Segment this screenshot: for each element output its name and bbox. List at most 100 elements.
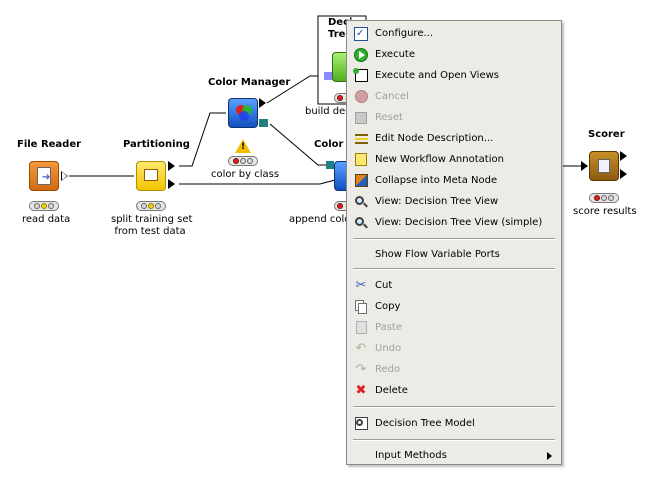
menu-item-label: View: Decision Tree View (simple) xyxy=(375,217,543,228)
color-appender-model-in-port[interactable] xyxy=(326,161,334,169)
color-appender-title: Color A xyxy=(314,139,355,150)
menu-item-label: Copy xyxy=(375,301,401,312)
menu-item-label: Input Methods xyxy=(375,450,447,461)
status-dot xyxy=(594,195,600,201)
menu-item-label: Redo xyxy=(375,364,401,375)
arrow-right-icon: ➔ xyxy=(42,172,51,183)
file-reader-status xyxy=(29,201,59,211)
menu-item-configure[interactable]: ✓ Configure... xyxy=(350,23,558,44)
collapse-metanode-icon xyxy=(353,173,369,189)
menu-item-label: Cancel xyxy=(375,91,409,102)
reset-icon xyxy=(353,110,369,126)
menu-item-execute-open-views[interactable]: Execute and Open Views xyxy=(350,65,558,86)
partitioning-title: Partitioning xyxy=(123,139,190,150)
status-dot xyxy=(155,203,161,209)
menu-item-show-flow-variable-ports[interactable]: Show Flow Variable Ports xyxy=(350,244,558,265)
decision-tree-status xyxy=(334,93,348,103)
edit-description-icon xyxy=(353,131,369,147)
cancel-icon xyxy=(353,89,369,105)
menu-item-edit-node-description[interactable]: Edit Node Description... xyxy=(350,128,558,149)
menu-item-label: Delete xyxy=(375,385,408,396)
partitioning-label: split training set from test data xyxy=(111,214,193,238)
menu-item-label: Paste xyxy=(375,322,402,333)
color-circle-icon xyxy=(239,111,249,121)
menu-separator xyxy=(353,439,555,441)
color-manager-status xyxy=(228,156,258,166)
menu-item-execute[interactable]: Execute xyxy=(350,44,558,65)
connection-partitioning-colormanager xyxy=(179,112,226,167)
color-manager-label: color by class xyxy=(211,169,280,180)
color-manager-out-port[interactable] xyxy=(259,98,266,108)
menu-item-label: Undo xyxy=(375,343,402,354)
status-dot xyxy=(141,203,147,209)
menu-item-input-methods[interactable]: Input Methods xyxy=(350,445,558,466)
scorer-status xyxy=(589,193,619,203)
partitioning-label-line: from test data xyxy=(114,226,186,237)
file-icon xyxy=(37,167,51,185)
status-dot xyxy=(48,203,54,209)
menu-item-collapse-meta-node[interactable]: Collapse into Meta Node xyxy=(350,170,558,191)
decision-tree-title-line: Tree L xyxy=(328,29,362,40)
color-model-out-port[interactable] xyxy=(259,119,268,127)
connection-partitioning-colorappender xyxy=(179,179,336,185)
color-appender-node[interactable] xyxy=(334,161,346,191)
partitioning-out-port-2[interactable] xyxy=(168,179,175,189)
scorer-out-port-2[interactable] xyxy=(620,169,627,179)
menu-item-reset[interactable]: Reset xyxy=(350,107,558,128)
scorer-label: score results xyxy=(573,206,637,217)
scorer-title: Scorer xyxy=(588,129,625,140)
status-dot xyxy=(41,203,47,209)
status-dot xyxy=(608,195,614,201)
execute-icon xyxy=(353,47,369,63)
menu-item-delete[interactable]: ✖ Delete xyxy=(350,380,558,401)
menu-item-redo[interactable]: ↷ Redo xyxy=(350,359,558,380)
color-circle-icon xyxy=(242,105,252,115)
decision-tree-label: build dec xyxy=(305,106,351,117)
annotation-icon xyxy=(353,152,369,168)
menu-item-paste[interactable]: Paste xyxy=(350,317,558,338)
decision-tree-title: Deci Tree L xyxy=(328,17,362,41)
magnifier-icon xyxy=(353,194,369,210)
status-dot xyxy=(601,195,607,201)
status-dot xyxy=(240,158,246,164)
warning-icon: ! xyxy=(235,139,251,153)
decision-tree-node[interactable] xyxy=(332,52,348,82)
status-dot xyxy=(233,158,239,164)
menu-item-undo[interactable]: ↶ Undo xyxy=(350,338,558,359)
partitioning-out-port-1[interactable] xyxy=(168,161,175,171)
no-icon xyxy=(353,448,369,464)
menu-item-label: Decision Tree Model xyxy=(375,418,475,429)
menu-item-label: New Workflow Annotation xyxy=(375,154,504,165)
submenu-arrow-icon xyxy=(547,451,552,460)
menu-item-view-decision-tree[interactable]: View: Decision Tree View xyxy=(350,191,558,212)
partitioning-node[interactable] xyxy=(136,161,166,191)
node-context-menu[interactable]: ✓ Configure... Execute Execute and Open … xyxy=(346,20,562,465)
menu-item-label: Reset xyxy=(375,112,403,123)
color-appender-label: append colo xyxy=(289,214,351,225)
menu-item-cancel[interactable]: Cancel xyxy=(350,86,558,107)
execute-open-views-icon xyxy=(353,67,369,84)
color-manager-node[interactable] xyxy=(228,98,258,128)
menu-item-label: Cut xyxy=(375,280,393,291)
menu-item-view-decision-tree-simple[interactable]: View: Decision Tree View (simple) xyxy=(350,212,558,233)
menu-item-cut[interactable]: ✂ Cut xyxy=(350,275,558,296)
menu-item-label: View: Decision Tree View xyxy=(375,196,499,207)
menu-item-label: Execute xyxy=(375,49,415,60)
menu-item-label: Show Flow Variable Ports xyxy=(375,249,500,260)
menu-item-decision-tree-model[interactable]: Decision Tree Model xyxy=(350,413,558,434)
file-reader-node[interactable]: ➔ xyxy=(29,161,59,191)
status-dot xyxy=(337,203,343,209)
menu-item-copy[interactable]: Copy xyxy=(350,296,558,317)
scorer-node[interactable] xyxy=(589,151,619,181)
scorer-out-port-1[interactable] xyxy=(620,151,627,161)
status-dot xyxy=(148,203,154,209)
menu-item-new-workflow-annotation[interactable]: New Workflow Annotation xyxy=(350,149,558,170)
scorer-in-port[interactable] xyxy=(581,161,588,171)
menu-separator xyxy=(353,238,555,240)
partitioning-label-line: split training set xyxy=(111,214,193,225)
file-reader-label: read data xyxy=(22,214,71,225)
menu-item-label: Configure... xyxy=(375,28,434,39)
menu-separator xyxy=(353,268,555,270)
paste-icon xyxy=(353,320,369,336)
menu-item-label: Execute and Open Views xyxy=(375,70,499,81)
